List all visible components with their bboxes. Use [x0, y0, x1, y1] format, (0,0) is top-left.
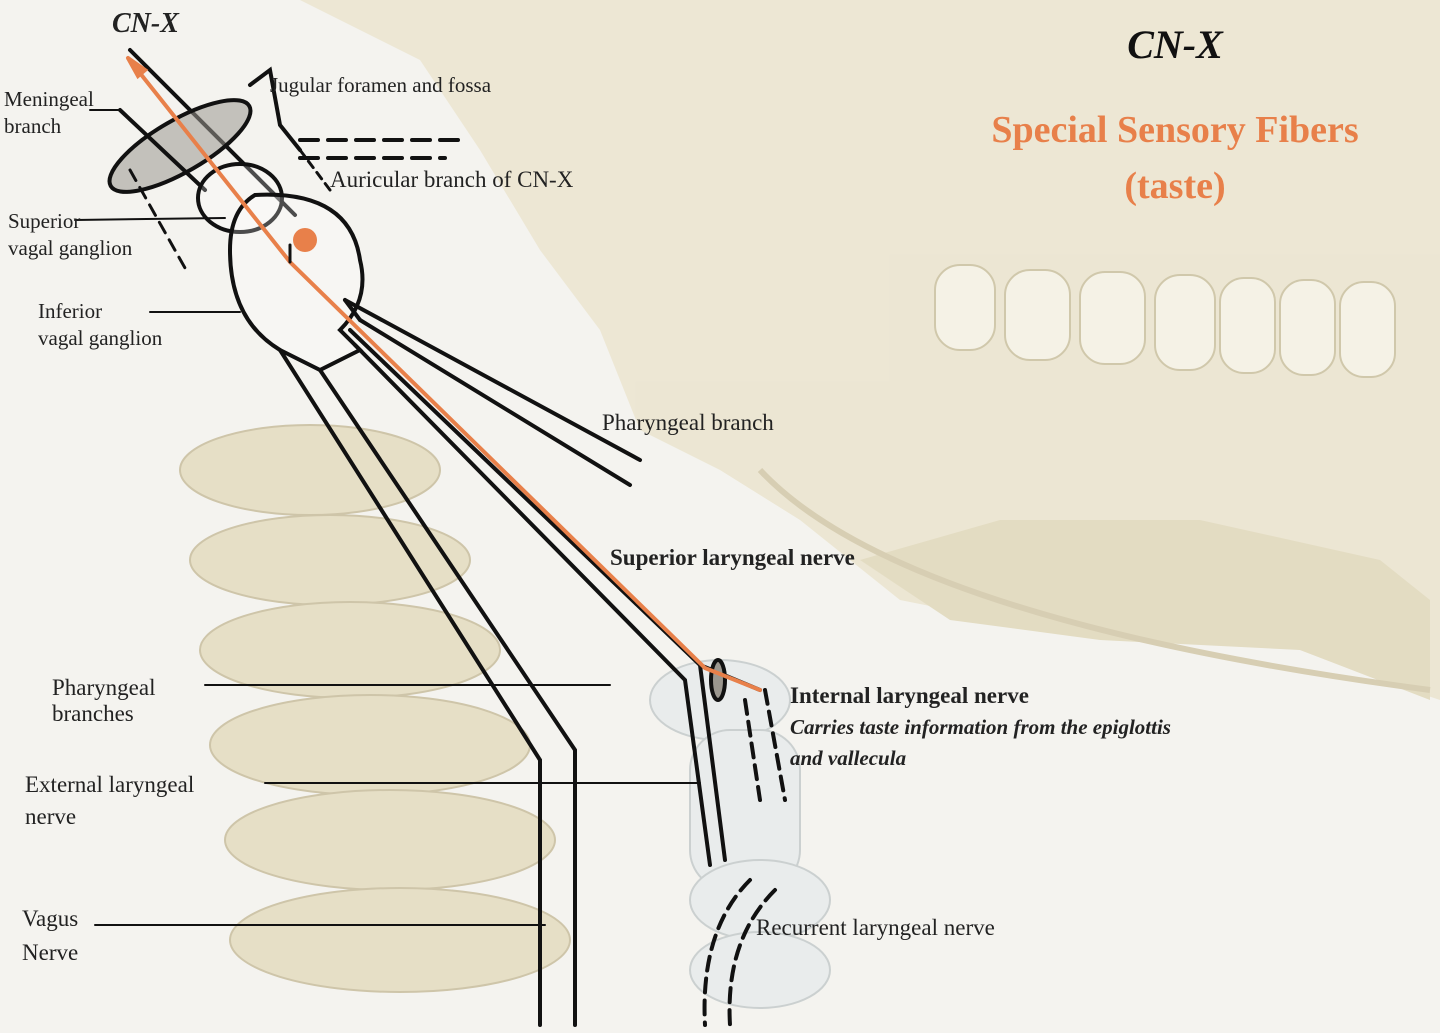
label-internal-laryngeal: Internal laryngeal nerve: [790, 683, 1029, 708]
label-inferior-vg-2: vagal ganglion: [38, 326, 163, 350]
meningeal-branch: [118, 108, 207, 192]
subtitle-line2: (taste): [1124, 165, 1226, 207]
nerve-schematic: [74, 48, 787, 1027]
label-meningeal-1: Meningeal: [4, 87, 94, 111]
label-vagus-2: Nerve: [22, 940, 79, 965]
subtitle-line1: Special Sensory Fibers: [991, 109, 1359, 151]
auricular-branch: [248, 66, 302, 152]
recurrent-laryngeal-nerve: [702, 878, 752, 1027]
label-superior-vg-1: Superior: [8, 209, 81, 233]
label-pharyngeal-branch: Pharyngeal branch: [602, 410, 774, 435]
label-superior-vg-2: vagal ganglion: [8, 236, 133, 260]
label-pharyngeal-branches-1: Pharyngeal: [52, 675, 156, 700]
label-internal-desc-1: Carries taste information from the epigl…: [790, 715, 1171, 739]
label-auricular: Auricular branch of CN-X: [330, 167, 574, 192]
label-meningeal-2: branch: [4, 114, 62, 138]
cnx-small-title: CN-X: [112, 8, 179, 39]
label-vagus-1: Vagus: [22, 906, 79, 931]
label-inferior-vg-1: Inferior: [38, 299, 103, 323]
label-external-laryngeal-2: nerve: [25, 804, 77, 829]
label-pharyngeal-branches-2: branches: [52, 701, 134, 726]
cnx-title: CN-X: [1127, 22, 1223, 67]
label-superior-laryngeal: Superior laryngeal nerve: [610, 545, 855, 570]
skull-background: [179, 0, 1440, 1009]
inferior-vagal-ganglion: [227, 192, 365, 373]
jugular-foramen: [107, 98, 253, 194]
label-recurrent: Recurrent laryngeal nerve: [756, 915, 995, 940]
vagus-trunk: [278, 348, 542, 1027]
taste-pathway: [126, 56, 762, 692]
label-internal-desc-2: and vallecula: [790, 746, 907, 770]
pharyngeal-branch: [343, 298, 642, 462]
label-jugular: Jugular foramen and fossa: [270, 73, 492, 97]
sensory-neuron-cell-body: [293, 228, 317, 252]
label-external-laryngeal-1: External laryngeal: [25, 772, 195, 797]
